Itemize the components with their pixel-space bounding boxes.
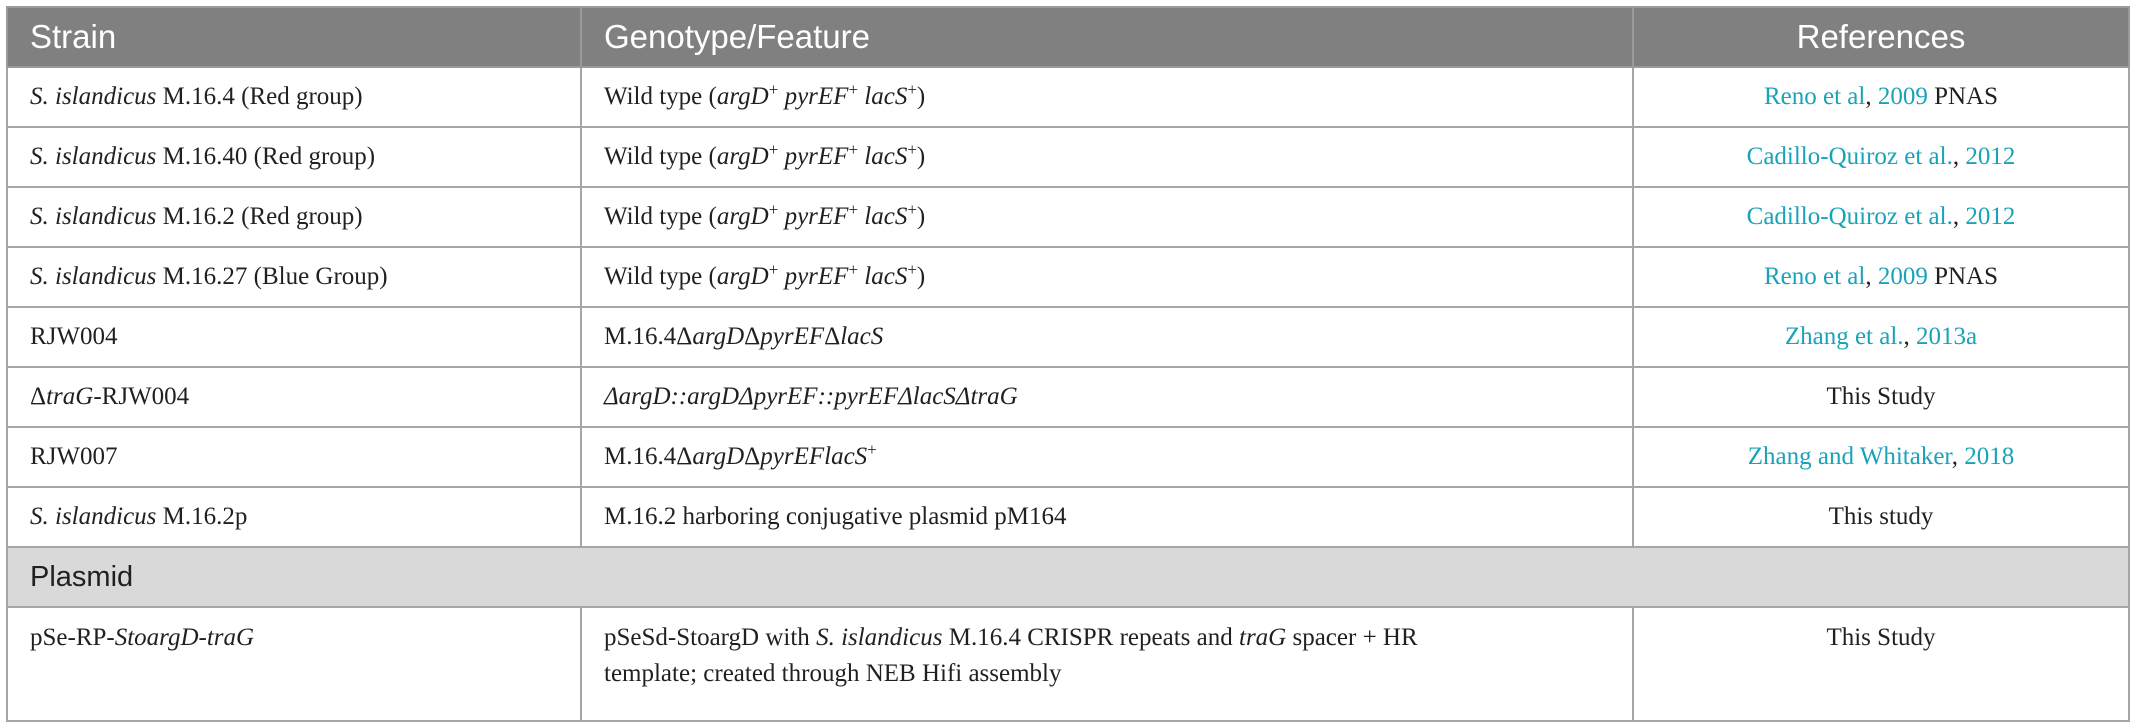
header-genotype: Genotype/Feature	[580, 6, 1634, 68]
reference-cell: Zhang et al., 2013a	[1632, 306, 2130, 368]
table-row: pSe-RP-StoargD-traG pSeSd-StoargD with S…	[6, 606, 2130, 722]
table-row: S. islandicus M.16.40 (Red group) Wild t…	[6, 126, 2130, 188]
strain-table: Strain Genotype/Feature References S. is…	[6, 6, 2130, 722]
reference-link[interactable]: Zhang and Whitaker	[1747, 443, 1952, 470]
strain-cell: S. islandicus M.16.27 (Blue Group)	[6, 246, 582, 308]
genotype-cell: M.16.4ΔargDΔpyrEFlacS+	[580, 426, 1634, 488]
genotype-cell: Wild type (argD+ pyrEF+ lacS+)	[580, 126, 1634, 188]
genotype-cell: Wild type (argD+ pyrEF+ lacS+)	[580, 246, 1634, 308]
strain-cell: RJW007	[6, 426, 582, 488]
reference-cell: Cadillo-Quiroz et al., 2012	[1632, 126, 2130, 188]
strain-cell: pSe-RP-StoargD-traG	[6, 606, 582, 722]
table-row: RJW007 M.16.4ΔargDΔpyrEFlacS+ Zhang and …	[6, 426, 2130, 488]
strain-cell: S. islandicus M.16.40 (Red group)	[6, 126, 582, 188]
reference-link[interactable]: Cadillo-Quiroz et al.	[1746, 143, 1953, 170]
genotype-cell: M.16.2 harboring conjugative plasmid pM1…	[580, 486, 1634, 548]
genotype-cell: ΔargD::argDΔpyrEF::pyrEFΔlacSΔtraG	[580, 366, 1634, 428]
reference-year-link[interactable]: 2009	[1877, 263, 1928, 290]
strain-cell: ΔtraG-RJW004	[6, 366, 582, 428]
strain-table-container: Strain Genotype/Feature References S. is…	[6, 6, 2130, 722]
reference-year-link[interactable]: 2012	[1965, 143, 2016, 170]
header-references: References	[1632, 6, 2130, 68]
reference-cell: This Study	[1632, 366, 2130, 428]
table-row: S. islandicus M.16.2p M.16.2 harboring c…	[6, 486, 2130, 548]
reference-year-link[interactable]: 2012	[1965, 203, 2016, 230]
strain-cell: RJW004	[6, 306, 582, 368]
reference-cell: This study	[1632, 486, 2130, 548]
reference-link[interactable]: Cadillo-Quiroz et al.	[1746, 203, 1953, 230]
strain-cell: S. islandicus M.16.4 (Red group)	[6, 66, 582, 128]
reference-year-link[interactable]: 2009	[1877, 83, 1928, 110]
table-header-row: Strain Genotype/Feature References	[6, 6, 2130, 68]
reference-year-link[interactable]: 2013a	[1916, 323, 1978, 350]
reference-cell: Zhang and Whitaker, 2018	[1632, 426, 2130, 488]
section-label: Plasmid	[6, 546, 2130, 608]
genotype-cell: Wild type (argD+ pyrEF+ lacS+)	[580, 186, 1634, 248]
table-row: RJW004 M.16.4ΔargDΔpyrEFΔlacS Zhang et a…	[6, 306, 2130, 368]
table-row: S. islandicus M.16.27 (Blue Group) Wild …	[6, 246, 2130, 308]
genotype-cell: pSeSd-StoargD with S. islandicus M.16.4 …	[580, 606, 1634, 722]
reference-cell: Cadillo-Quiroz et al., 2012	[1632, 186, 2130, 248]
table-row: S. islandicus M.16.2 (Red group) Wild ty…	[6, 186, 2130, 248]
section-row-plasmid: Plasmid	[6, 546, 2130, 608]
table-row: ΔtraG-RJW004 ΔargD::argDΔpyrEF::pyrEFΔla…	[6, 366, 2130, 428]
strain-cell: S. islandicus M.16.2 (Red group)	[6, 186, 582, 248]
reference-link[interactable]: Reno et al	[1763, 263, 1866, 290]
header-strain: Strain	[6, 6, 582, 68]
reference-link[interactable]: Reno et al	[1763, 83, 1866, 110]
reference-link[interactable]: Zhang et al.	[1784, 323, 1904, 350]
genotype-cell: M.16.4ΔargDΔpyrEFΔlacS	[580, 306, 1634, 368]
genotype-cell: Wild type (argD+ pyrEF+ lacS+)	[580, 66, 1634, 128]
reference-cell: Reno et al, 2009 PNAS	[1632, 66, 2130, 128]
reference-year-link[interactable]: 2018	[1964, 443, 2015, 470]
reference-cell: Reno et al, 2009 PNAS	[1632, 246, 2130, 308]
strain-cell: S. islandicus M.16.2p	[6, 486, 582, 548]
reference-cell: This Study	[1632, 606, 2130, 722]
table-row: S. islandicus M.16.4 (Red group) Wild ty…	[6, 66, 2130, 128]
